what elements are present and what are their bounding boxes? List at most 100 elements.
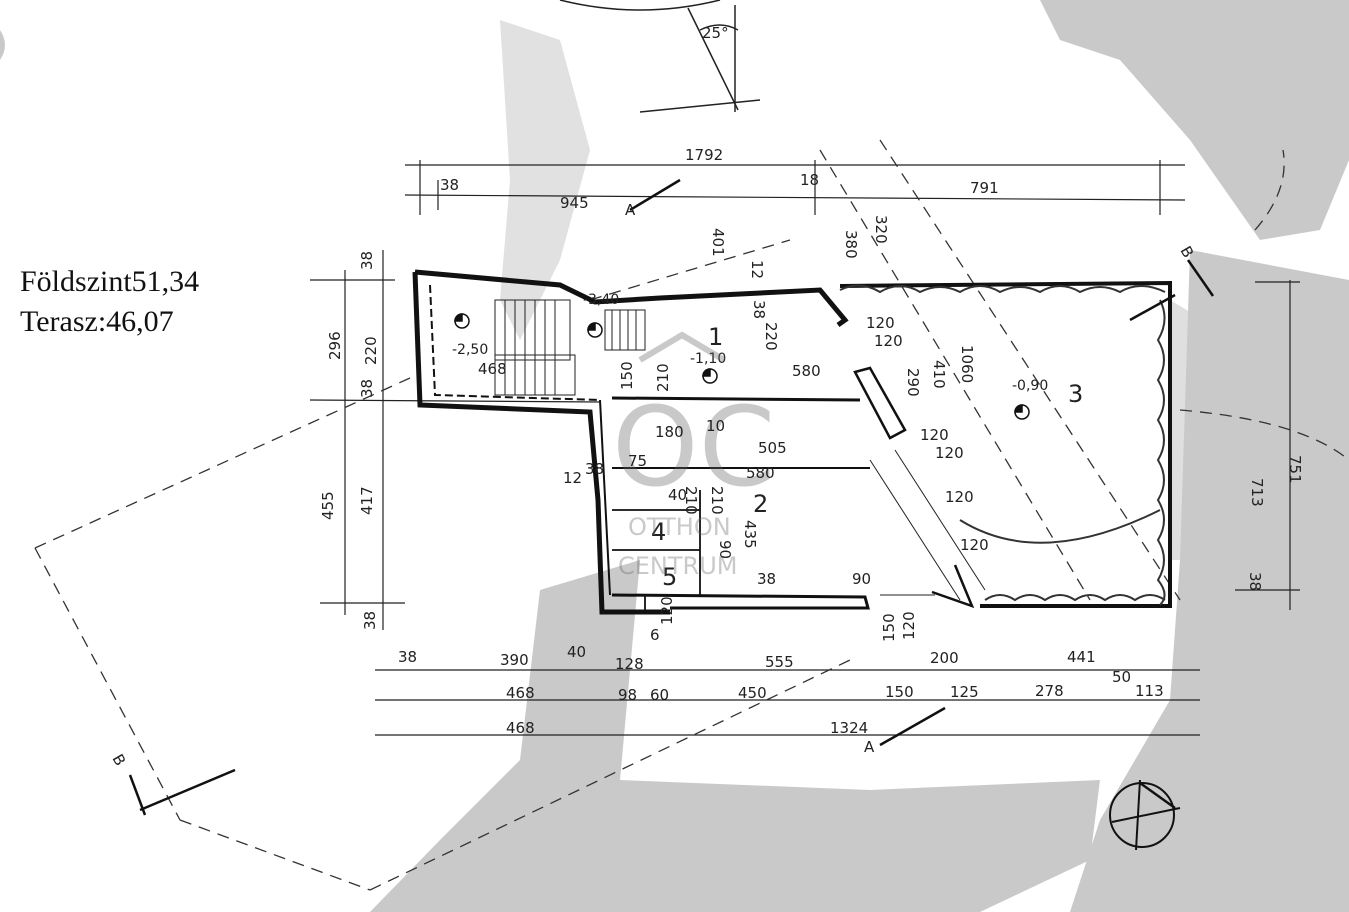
dimension-label: 18 <box>800 171 819 189</box>
watermark-mark: OC <box>612 383 775 511</box>
dimension-label: 435 <box>741 520 759 549</box>
level-label: -1,10 <box>690 351 726 367</box>
dimension-label: 791 <box>970 179 999 197</box>
section-label-a: A <box>625 201 636 219</box>
level-label: -2,50 <box>452 342 488 358</box>
dimension-label: 120 <box>866 314 895 332</box>
dimension-label: 38 <box>398 648 417 666</box>
dimension-label: 220 <box>362 336 380 365</box>
dashed-lines <box>34 139 1349 891</box>
north-arrow-icon <box>1109 779 1181 851</box>
angle-indicator <box>639 5 761 113</box>
dimension-label: 1792 <box>685 146 723 164</box>
dimension-label: 120 <box>920 426 949 444</box>
dimension-label: 75 <box>628 452 647 470</box>
dimension-label: 12 <box>748 260 766 279</box>
dimension-label: 60 <box>650 686 669 704</box>
watermark-line1: OTTHON <box>628 513 731 541</box>
dimension-label: 210 <box>682 486 700 515</box>
watermark-logo: OC OTTHON CENTRUM <box>612 331 775 580</box>
section-marker-a <box>629 178 946 747</box>
dimension-label: 278 <box>1035 682 1064 700</box>
dimension-label: 320 <box>872 215 890 244</box>
dimension-label: 751 <box>1286 455 1304 484</box>
dimension-label: 98 <box>618 686 637 704</box>
room-number: 3 <box>1068 380 1083 408</box>
room-number: 5 <box>662 563 677 591</box>
dimension-label: 200 <box>930 649 959 667</box>
dimension-label: 417 <box>358 486 376 515</box>
dimension-label: 468 <box>478 360 507 378</box>
terrace-area: Terasz:46,07 <box>20 305 174 338</box>
dimension-label: 38 <box>1246 572 1264 591</box>
section-label-a: A <box>864 738 875 756</box>
dimension-lines <box>309 160 1300 736</box>
dimension-label: 210 <box>654 363 672 392</box>
dimension-label: 40 <box>567 643 586 661</box>
dimension-label: 6 <box>650 626 660 644</box>
dimension-label: 50 <box>1112 668 1131 686</box>
area-legend: Földszint51,34 Terasz:46,07 <box>20 262 199 342</box>
dimension-label: 120 <box>960 536 989 554</box>
dimension-label: 38 <box>361 611 379 630</box>
dimension-label: 468 <box>506 719 535 737</box>
dimension-label: 150 <box>618 361 636 390</box>
dimension-label: 38 <box>757 570 776 588</box>
dimension-label: 410 <box>930 360 948 389</box>
angle-label: 25° <box>702 24 729 42</box>
dimension-label: 120 <box>935 444 964 462</box>
dimension-label: 505 <box>758 439 787 457</box>
level-markers <box>454 313 1030 420</box>
dimension-label: 120 <box>945 488 974 506</box>
dimension-label: 713 <box>1248 478 1266 507</box>
dimension-label: 1060 <box>958 345 976 383</box>
top-arc <box>559 0 721 11</box>
ground-floor-area: Földszint51,34 <box>20 265 200 298</box>
dimension-label: 120 <box>658 596 676 625</box>
section-marker-b <box>128 259 1215 816</box>
dimension-label: 38 <box>750 300 768 319</box>
dimension-label: 290 <box>904 368 922 397</box>
dimension-label: 380 <box>842 230 860 259</box>
dimension-label: 150 <box>885 683 914 701</box>
dimension-label: 180 <box>655 423 684 441</box>
dimension-label: 945 <box>560 194 589 212</box>
dimension-label: 1324 <box>830 719 868 737</box>
dimension-label: 125 <box>950 683 979 701</box>
dimension-label: 296 <box>326 331 344 360</box>
dimension-label: 450 <box>738 684 767 702</box>
dimension-label: 113 <box>1135 682 1164 700</box>
dimension-label: 455 <box>319 491 337 520</box>
section-label-b: B <box>109 751 130 769</box>
dimension-label: 38 <box>585 460 604 478</box>
watermark-line2: CENTRUM <box>618 552 737 580</box>
dimension-label: 38 <box>440 176 459 194</box>
interior-dimensions: 468 150 210 580 180 10 505 580 75 12 38 … <box>478 215 989 644</box>
dimension-label: 150 <box>880 613 898 642</box>
room-number: 4 <box>651 518 666 546</box>
dimension-label: 210 <box>708 486 726 515</box>
level-label: -0,90 <box>1012 378 1048 394</box>
dimension-label: 220 <box>762 322 780 351</box>
room-number: 2 <box>753 490 768 518</box>
dimension-label: 12 <box>563 469 582 487</box>
dimension-label: 441 <box>1067 648 1096 666</box>
stairs <box>494 299 986 601</box>
dimension-label: 401 <box>709 228 727 257</box>
dimension-label: 90 <box>716 540 734 559</box>
dimension-label: 128 <box>615 655 644 673</box>
dimension-label: 580 <box>792 362 821 380</box>
dimension-label: 390 <box>500 651 529 669</box>
room-number: 1 <box>708 323 723 351</box>
planting <box>839 284 1166 606</box>
dimension-label: 580 <box>746 464 775 482</box>
dimension-label: 120 <box>874 332 903 350</box>
dimension-label: 40 <box>668 486 687 504</box>
dimension-label: 555 <box>765 653 794 671</box>
dimension-label: 468 <box>506 684 535 702</box>
dimension-label: 10 <box>706 417 725 435</box>
building-walls <box>412 269 1172 615</box>
dimension-label: 120 <box>900 611 918 640</box>
